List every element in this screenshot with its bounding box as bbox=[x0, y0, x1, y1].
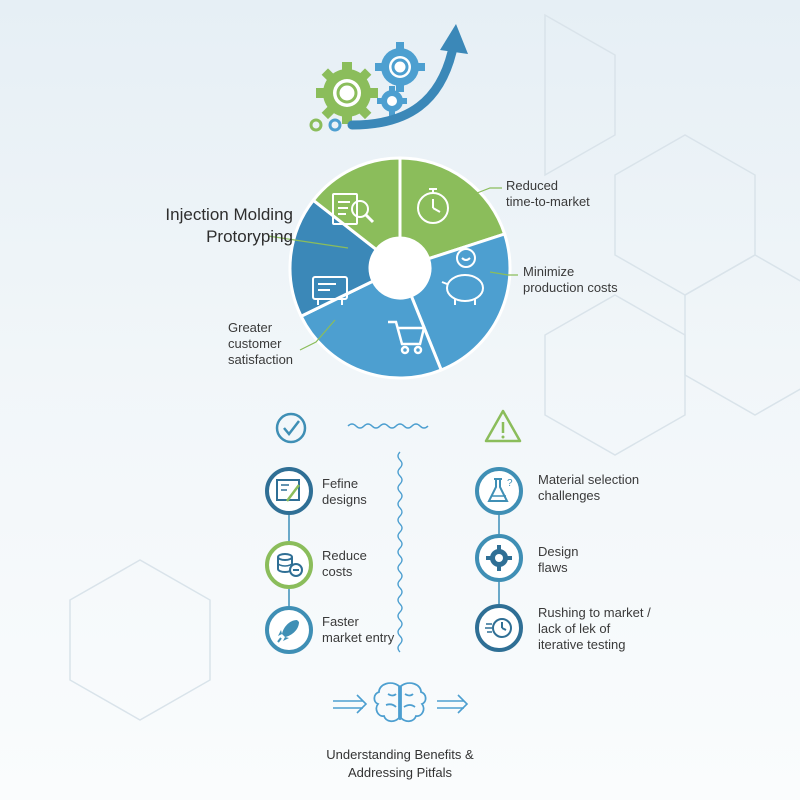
text-line: iterative testing bbox=[538, 637, 626, 652]
pitfall-icon-circle bbox=[475, 534, 523, 582]
text-line: flaws bbox=[538, 560, 568, 575]
machine-icon bbox=[312, 276, 348, 305]
vertical-wave-divider bbox=[397, 451, 403, 653]
text-line: Addressing Pitfals bbox=[347, 765, 453, 780]
arrow-right-icon bbox=[333, 694, 368, 714]
text-line: Protoryping bbox=[206, 227, 293, 246]
donut-center bbox=[370, 238, 430, 298]
text-line: Minimize bbox=[523, 264, 575, 279]
text-line: Reduce bbox=[322, 548, 367, 563]
text-line: Injection Molding bbox=[165, 205, 293, 224]
text-line: customer bbox=[228, 336, 282, 351]
text-line: Reduced bbox=[506, 178, 559, 193]
svg-text:?: ? bbox=[507, 478, 513, 489]
shopping-cart-icon bbox=[388, 320, 426, 355]
text-line: costs bbox=[322, 564, 353, 579]
gear-icon-small bbox=[377, 86, 407, 116]
text-line: Fefine bbox=[322, 476, 359, 491]
benefit-icon-circle bbox=[265, 606, 313, 654]
text-line: time-to-market bbox=[506, 194, 590, 209]
text-line: Material selection bbox=[538, 472, 640, 487]
growth-arrow-icon bbox=[347, 47, 457, 130]
text-line: satisfaction bbox=[228, 352, 294, 367]
text-line: Rushing to market / bbox=[538, 605, 651, 620]
checkmark-icon bbox=[275, 412, 307, 444]
text-line: production costs bbox=[523, 280, 618, 295]
pitfall-icon-circle: ? bbox=[475, 467, 523, 515]
rocket-icon bbox=[277, 620, 299, 643]
piggy-bank-icon bbox=[441, 248, 484, 305]
stopwatch-icon bbox=[417, 188, 449, 224]
gear-icon-large bbox=[316, 62, 378, 124]
arrow-right-icon-2 bbox=[437, 694, 469, 714]
flask-question-icon: ? bbox=[487, 478, 513, 502]
text-line: Understanding Benefits & bbox=[326, 747, 474, 762]
benefit-icon-circle bbox=[265, 541, 313, 589]
warning-icon bbox=[484, 409, 522, 443]
text-line: Faster bbox=[322, 614, 359, 629]
text-line: designs bbox=[322, 492, 367, 507]
text-line: Greater bbox=[228, 320, 273, 335]
footer-caption: Understanding Benefits & Addressing Pitfa… bbox=[280, 746, 520, 782]
benefit-icon-circle bbox=[265, 467, 313, 515]
text-line: market entry bbox=[322, 630, 395, 645]
document-search-icon bbox=[332, 193, 375, 225]
gear-icon bbox=[486, 545, 512, 571]
fast-clock-icon bbox=[485, 618, 512, 638]
gear-icon-medium bbox=[375, 42, 425, 92]
text-line: lack of lek of bbox=[538, 621, 611, 636]
brain-icon bbox=[373, 682, 427, 723]
text-line: challenges bbox=[538, 488, 601, 503]
text-line: Design bbox=[538, 544, 579, 559]
coins-minus-icon bbox=[277, 553, 303, 577]
blueprint-tools-icon bbox=[276, 479, 300, 502]
pitfall-icon-circle bbox=[475, 604, 523, 652]
wave-divider bbox=[347, 423, 429, 429]
